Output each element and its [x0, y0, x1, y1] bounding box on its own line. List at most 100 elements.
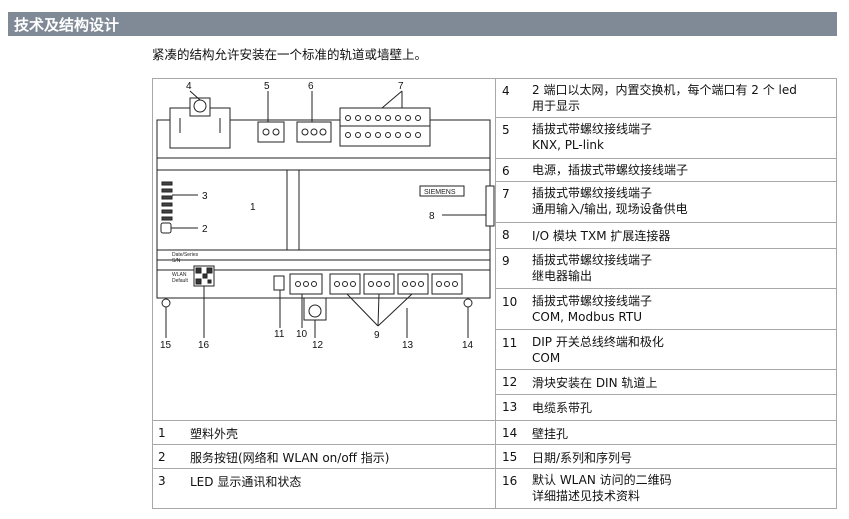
row-1-desc: 塑料外壳	[190, 427, 239, 441]
row-7-num: 7	[502, 187, 510, 201]
row-3-desc: LED 显示通讯和状态	[190, 475, 302, 489]
divider	[495, 369, 837, 370]
row-12-line-1: 滑块安装在 DIN 轨道上	[532, 376, 658, 390]
row-8-num: 8	[502, 228, 510, 242]
date-series-text: Date/Series	[172, 252, 199, 258]
callout-10: 10	[296, 329, 308, 340]
row-9-num: 9	[502, 254, 510, 268]
row-16-desc: 默认 WLAN 访问的二维码 详细描述见技术资料	[532, 472, 672, 504]
callout-9: 9	[374, 330, 380, 341]
row-15-num: 15	[502, 450, 518, 464]
power-terminal	[296, 121, 332, 143]
divider	[495, 329, 837, 330]
row-9-line-2: 继电器输出	[532, 269, 593, 283]
row-12-num: 12	[502, 375, 518, 389]
section-header-bar: 技术及结构设计	[8, 12, 837, 36]
callout-4: 4	[186, 81, 192, 92]
wall-hole-right	[463, 298, 473, 308]
default-text: Default	[172, 278, 188, 284]
row-16-line-1: 默认 WLAN 访问的二维码	[532, 473, 672, 487]
divider	[152, 420, 837, 421]
row-14-num: 14	[502, 426, 518, 440]
txm-connector	[485, 185, 495, 227]
divider	[495, 181, 837, 182]
row-16-num: 16	[502, 474, 518, 488]
row-16-line-2: 详细描述见技术资料	[532, 489, 641, 503]
row-13-num: 13	[502, 400, 518, 414]
section-title: 技术及结构设计	[14, 16, 120, 34]
row-1-num: 1	[158, 426, 166, 440]
relay-terminal-4	[431, 273, 463, 295]
row-8-line-1: I/O 模块 TXM 扩展连接器	[532, 229, 671, 243]
divider	[495, 117, 837, 118]
callout-2: 2	[202, 224, 208, 235]
com-terminal	[289, 273, 323, 295]
row-11-line-2: COM	[532, 351, 561, 365]
row-11-num: 11	[502, 336, 518, 350]
divider	[495, 222, 837, 223]
row-15-desc: 日期/系列和序列号	[532, 451, 633, 465]
row-2-num: 2	[158, 450, 166, 464]
row-5-line-1: 插拔式带螺纹接线端子	[532, 122, 653, 136]
callout-1: 1	[250, 202, 256, 213]
row-2-desc: 服务按钮(网络和 WLAN on/off 指示)	[190, 451, 390, 465]
row-4-line-1: 2 端口以太网，内置交换机，每个端口有 2 个 led	[532, 83, 797, 97]
row-9-desc: 插拔式带螺纹接线端子 继电器输出	[532, 252, 652, 284]
row-6-line-1: 电源，插拔式带螺纹接线端子	[532, 163, 689, 177]
row-6-desc: 电源，插拔式带螺纹接线端子	[532, 162, 688, 178]
callout-6: 6	[308, 81, 314, 92]
callout-3: 3	[202, 191, 208, 202]
row-4-num: 4	[502, 84, 510, 98]
row-13-desc: 电缆系带孔	[532, 400, 592, 416]
callout-15: 15	[160, 340, 172, 351]
callout-7: 7	[398, 81, 404, 92]
brand-plate	[419, 185, 465, 197]
row-6-num: 6	[502, 164, 510, 178]
callout-13: 13	[402, 340, 414, 351]
callout-11: 11	[274, 329, 285, 340]
row-10-line-2: COM, Modbus RTU	[532, 310, 642, 324]
wall-hole-left	[161, 298, 171, 308]
service-button-drawing	[160, 222, 172, 234]
component-table	[152, 78, 837, 509]
brand-text: SIEMENS	[424, 189, 456, 196]
relay-terminal-3	[397, 273, 429, 295]
row-7-line-1: 插拔式带螺纹接线端子	[532, 186, 653, 200]
row-3-num: 3	[158, 474, 166, 488]
row-9-line-1: 插拔式带螺纹接线端子	[532, 253, 653, 267]
row-10-num: 10	[502, 295, 518, 309]
callout-8: 8	[429, 211, 435, 222]
divider	[495, 288, 837, 289]
callout-14: 14	[462, 340, 474, 351]
row-13-line-1: 电缆系带孔	[532, 401, 593, 415]
row-5-num: 5	[502, 123, 510, 137]
row-11-desc: DIP 开关总线终端和极化 COM	[532, 334, 664, 366]
divider	[152, 444, 837, 445]
intro-text: 紧凑的结构允许安装在一个标准的轨道或墙壁上。	[152, 47, 428, 62]
wlan-text: WLAN	[172, 272, 187, 278]
row-10-desc: 插拔式带螺纹接线端子 COM, Modbus RTU	[532, 293, 652, 325]
row-4-line-2: 用于显示	[532, 99, 581, 113]
knx-terminal	[257, 121, 285, 143]
row-5-desc: 插拔式带螺纹接线端子 KNX, PL-link	[532, 121, 652, 153]
row-12-desc: 滑块安装在 DIN 轨道上	[532, 375, 657, 391]
callout-12: 12	[312, 340, 324, 351]
divider	[495, 158, 837, 159]
row-7-desc: 插拔式带螺纹接线端子 通用输入/输出, 现场设备供电	[532, 185, 688, 217]
divider	[152, 468, 837, 469]
sn-text: S/N	[172, 258, 181, 264]
device-drawing: SIEMENS Date/Series S/N WLAN Default 4 5…	[156, 81, 495, 351]
row-7-line-2: 通用输入/输出, 现场设备供电	[532, 202, 688, 216]
row-8-desc: I/O 模块 TXM 扩展连接器	[532, 228, 670, 244]
row-5-line-2: KNX, PL-link	[532, 138, 604, 152]
row-10-line-1: 插拔式带螺纹接线端子	[532, 294, 653, 308]
row-4-desc: 2 端口以太网，内置交换机，每个端口有 2 个 led 用于显示	[532, 82, 797, 114]
device-diagram: SIEMENS Date/Series S/N WLAN Default 4 5…	[152, 78, 495, 420]
callout-16: 16	[198, 340, 210, 351]
relay-terminal-1	[329, 273, 361, 295]
table-column-divider	[495, 78, 496, 509]
callout-5: 5	[264, 81, 270, 92]
divider	[495, 394, 837, 395]
dip-switch	[273, 275, 285, 291]
row-11-line-1: DIP 开关总线终端和极化	[532, 335, 664, 349]
